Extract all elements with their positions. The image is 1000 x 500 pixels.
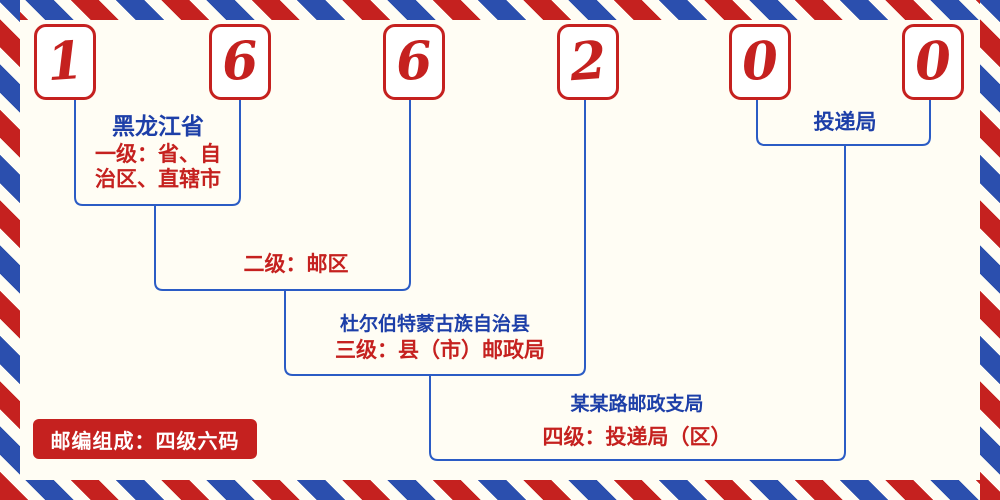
composition-note-box: 邮编组成：四级六码 [33, 419, 257, 459]
postal-digit-box-1: 1 [34, 24, 96, 100]
level3-desc-label: 三级：县（市）邮政局 [335, 338, 545, 362]
airmail-border-left [0, 0, 20, 500]
level1-desc-label: 一级：省、自治区、直辖市 [95, 142, 221, 191]
composition-note-text: 邮编组成：四级六码 [50, 428, 240, 453]
airmail-border-bottom [0, 480, 1000, 500]
postal-digit-box-3: 6 [383, 24, 445, 100]
level4-connector [429, 145, 846, 461]
postal-digit-box-4: 2 [557, 24, 619, 100]
level1-bracket [74, 94, 241, 206]
postal-digit-box-2: 6 [209, 24, 271, 100]
postal-digit-1: 1 [44, 29, 86, 94]
level3-place-label: 杜尔伯特蒙古族自治县 [339, 313, 530, 335]
postal-digit-box-6: 0 [902, 24, 964, 100]
level2-connector [154, 94, 411, 291]
airmail-border-top [0, 0, 1000, 20]
delivery-office-bracket [756, 94, 931, 146]
level1-place-label: 黑龙江省 [112, 114, 204, 140]
postal-digit-6: 0 [912, 29, 954, 94]
delivery-office-label: 投递局 [813, 110, 877, 134]
postal-digit-4: 2 [567, 29, 609, 94]
level4-place-label: 某某路邮政支局 [570, 393, 704, 415]
postal-digit-5: 0 [739, 29, 781, 94]
postal-digit-box-5: 0 [729, 24, 791, 100]
postal-digit-2: 6 [219, 29, 261, 94]
level3-connector [284, 94, 586, 376]
airmail-border-right [980, 0, 1000, 500]
level2-desc-label: 二级：邮区 [243, 252, 349, 276]
level4-desc-label: 四级：投递局（区） [542, 425, 732, 449]
postal-digit-3: 6 [393, 29, 435, 94]
